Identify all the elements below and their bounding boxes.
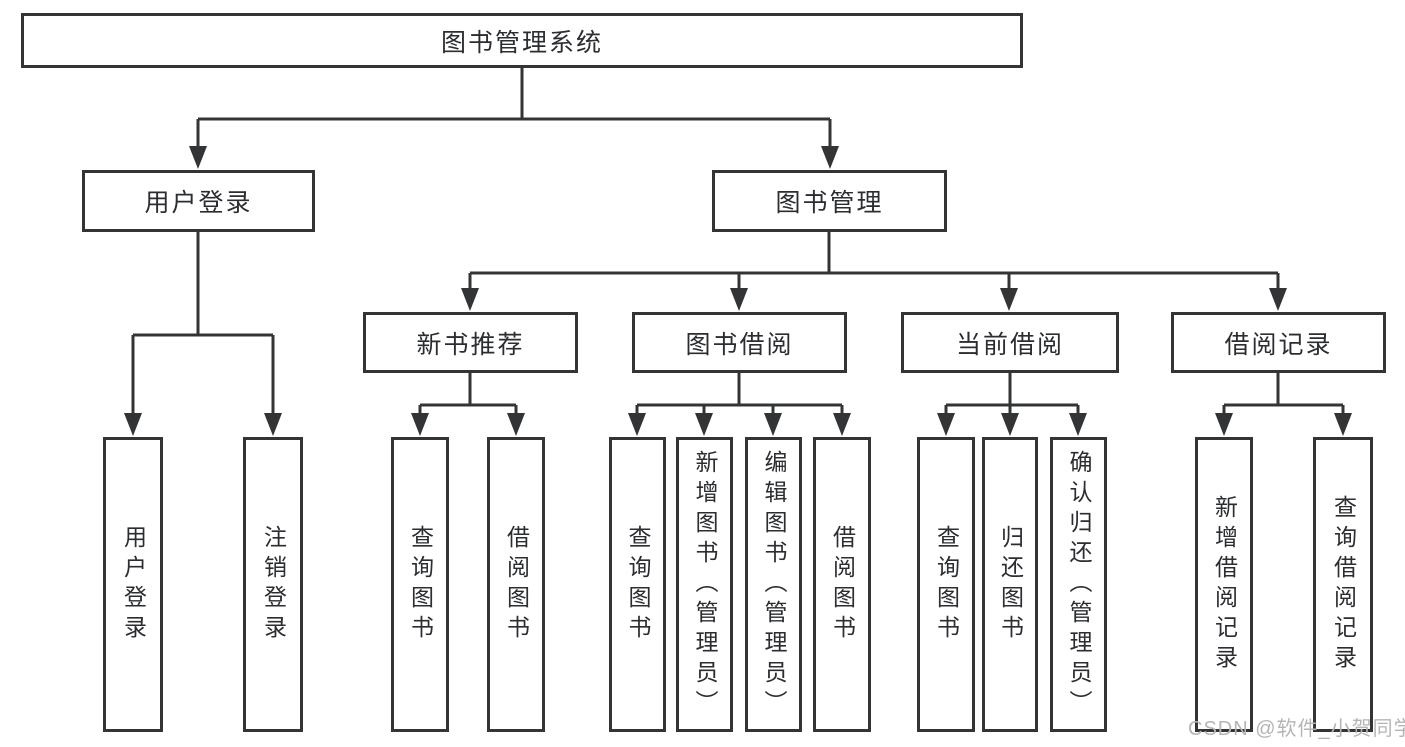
- node-confirm-return-admin: 确认归还（管理员）: [1050, 437, 1107, 732]
- node-user-login-leaf: 用户登录: [103, 437, 163, 732]
- node-query-books-borrow: 查询图书: [609, 437, 666, 732]
- node-borrow-books-leaf: 借阅图书: [813, 437, 871, 732]
- node-query-books-recommend: 查询图书: [391, 437, 449, 732]
- node-query-borrow-record: 查询借阅记录: [1313, 437, 1373, 732]
- node-book-management: 图书管理: [712, 170, 947, 232]
- csdn-watermark: CSDN @软件_小贺同学: [1188, 718, 1405, 740]
- arrowhead-icons: [124, 146, 1352, 436]
- node-user-login: 用户登录: [82, 170, 315, 232]
- node-add-borrow-record: 新增借阅记录: [1195, 437, 1253, 732]
- node-add-books-admin: 新增图书（管理员）: [676, 437, 733, 732]
- node-edit-books-admin: 编辑图书（管理员）: [745, 437, 802, 732]
- node-logout-leaf: 注销登录: [243, 437, 303, 732]
- node-current-borrowing: 当前借阅: [901, 312, 1119, 373]
- node-return-books: 归还图书: [982, 437, 1038, 732]
- node-borrowing-records: 借阅记录: [1171, 312, 1386, 373]
- connector-lines: [131, 68, 1345, 414]
- node-library-system: 图书管理系统: [21, 13, 1023, 68]
- node-book-borrowing: 图书借阅: [632, 312, 847, 373]
- node-borrow-books-recommend: 借阅图书: [487, 437, 545, 732]
- node-query-books-current: 查询图书: [917, 437, 975, 732]
- node-new-book-recommendation: 新书推荐: [363, 312, 578, 373]
